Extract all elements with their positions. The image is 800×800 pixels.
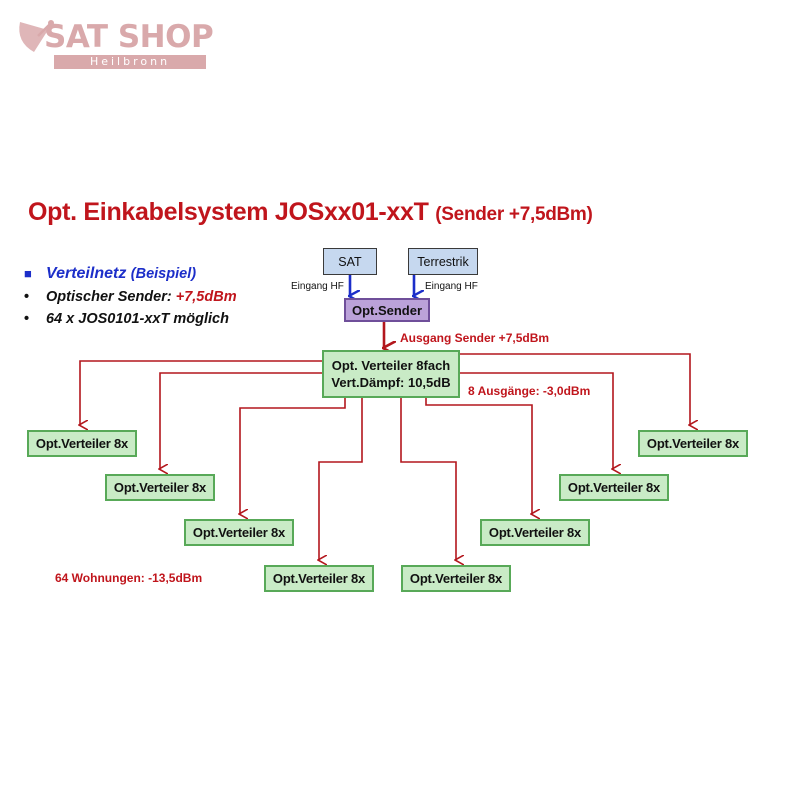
wire-to-splitter-2 bbox=[160, 372, 322, 469]
apartments-label: 64 Wohnungen: -13,5dBm bbox=[55, 571, 203, 585]
terrestrik-input-box: Terrestrik bbox=[408, 248, 478, 275]
eingang-hf-right-label: Eingang HF bbox=[425, 281, 478, 292]
dot-bullet-icon: • bbox=[24, 311, 30, 327]
wire-to-splitter-1 bbox=[80, 360, 322, 425]
sat-shop-logo: SAT SHOP Heilbronn bbox=[14, 16, 214, 70]
bullet-verteilnetz-sub: (Beispiel) bbox=[130, 266, 197, 282]
wire-to-splitter-6 bbox=[425, 398, 532, 514]
dot-bullet-icon: • bbox=[24, 289, 30, 305]
square-bullet-icon: ■ bbox=[24, 266, 32, 281]
splitter-6: Opt.Verteiler 8x bbox=[480, 519, 590, 546]
sender-output-label: Ausgang Sender +7,5dBm bbox=[400, 331, 550, 345]
splitter-2: Opt.Verteiler 8x bbox=[105, 474, 215, 501]
satellite-dish-icon bbox=[19, 20, 54, 52]
bullet-verteilnetz: ■ Verteilnetz (Beispiel) bbox=[22, 262, 237, 286]
info-bullets: ■ Verteilnetz (Beispiel) • Optischer Sen… bbox=[22, 262, 237, 330]
splitter-4: Opt.Verteiler 8x bbox=[264, 565, 374, 592]
bullet-sender-value: +7,5dBm bbox=[175, 289, 237, 305]
eingang-hf-left-label: Eingang HF bbox=[291, 281, 344, 292]
bullet-sender-prefix: Optischer Sender: bbox=[46, 289, 176, 305]
optical-sender-box: Opt.Sender bbox=[344, 298, 430, 322]
splitter-7: Opt.Verteiler 8x bbox=[559, 474, 669, 501]
wire-to-splitter-7 bbox=[460, 372, 613, 469]
splitter-outputs-label: 8 Ausgänge: -3,0dBm bbox=[468, 384, 591, 398]
bullet-capacity-text: 64 x JOS0101-xxT möglich bbox=[46, 311, 229, 327]
sat-input-box: SAT bbox=[323, 248, 377, 275]
wire-to-splitter-4 bbox=[319, 398, 363, 560]
main-splitter-title: Opt. Verteiler 8fach bbox=[331, 358, 451, 373]
splitter-5: Opt.Verteiler 8x bbox=[401, 565, 511, 592]
main-splitter-box: Opt. Verteiler 8fach Vert.Dämpf: 10,5dB bbox=[322, 350, 460, 398]
wire-to-splitter-3 bbox=[240, 398, 346, 514]
diagram-title: Opt. Einkabelsystem JOSxx01-xxT (Sender … bbox=[28, 198, 593, 227]
splitter-8: Opt.Verteiler 8x bbox=[638, 430, 748, 457]
splitter-3: Opt.Verteiler 8x bbox=[184, 519, 294, 546]
logo-city: Heilbronn bbox=[54, 55, 206, 69]
bullet-capacity: • 64 x JOS0101-xxT möglich bbox=[22, 308, 237, 330]
wire-to-splitter-5 bbox=[400, 398, 456, 560]
title-sub: (Sender +7,5dBm) bbox=[435, 204, 593, 225]
splitter-1: Opt.Verteiler 8x bbox=[27, 430, 137, 457]
logo-brand: SAT SHOP bbox=[44, 19, 214, 55]
bullet-sender: • Optischer Sender: +7,5dBm bbox=[22, 286, 237, 308]
title-main: Opt. Einkabelsystem JOSxx01-xxT bbox=[28, 198, 429, 226]
wire-to-splitter-8 bbox=[460, 353, 690, 425]
bullet-verteilnetz-main: Verteilnetz bbox=[46, 265, 127, 282]
main-splitter-attenuation: Vert.Dämpf: 10,5dB bbox=[331, 375, 451, 390]
